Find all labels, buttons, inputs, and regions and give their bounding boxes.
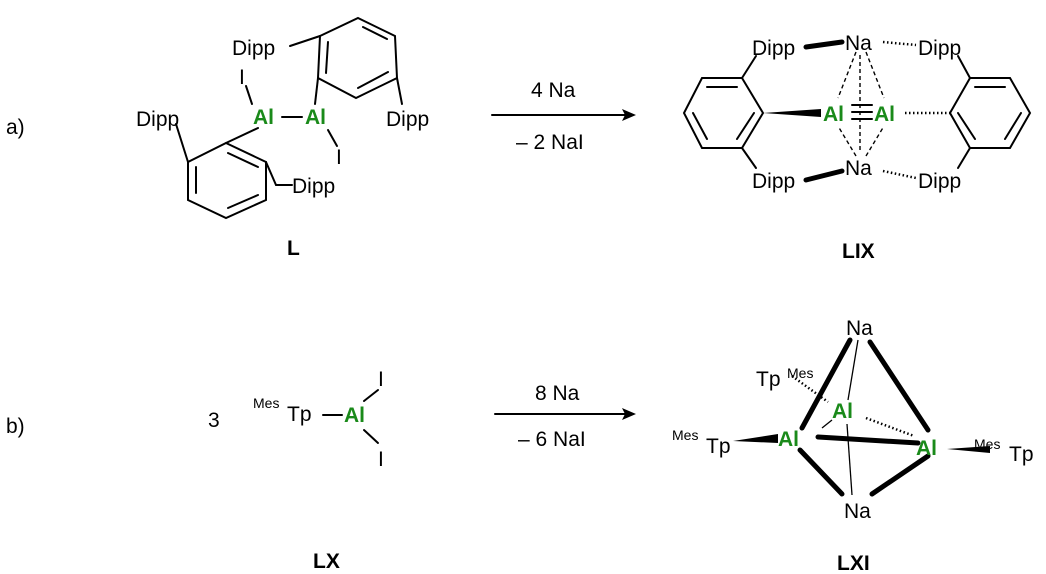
product-LIX: Dipp Na Dipp Al Al Na Dipp Dipp bbox=[682, 32, 1032, 193]
reagent-a: 4 Na bbox=[531, 79, 576, 102]
atom-i-4: I bbox=[378, 448, 384, 471]
atom-tp-1: Tp bbox=[287, 403, 312, 426]
label-LXI: LXI bbox=[837, 552, 870, 574]
atom-al-1: Al bbox=[253, 106, 274, 129]
atom-tp-3: Tp bbox=[706, 435, 731, 458]
atom-mes-2: Mes bbox=[787, 365, 813, 381]
atom-al-3: Al bbox=[823, 103, 844, 126]
atom-al-6: Al bbox=[832, 400, 853, 423]
atom-na-2: Na bbox=[845, 157, 872, 180]
label-L: L bbox=[287, 237, 300, 260]
atom-dipp-4: Dipp bbox=[292, 175, 335, 198]
byproduct-a: – 2 NaI bbox=[516, 131, 584, 154]
reaction-arrow-a bbox=[491, 109, 636, 121]
benzene-ring-right bbox=[948, 77, 1032, 149]
atom-dipp-2: Dipp bbox=[136, 108, 179, 131]
part-b-tag: b) bbox=[6, 415, 25, 438]
atom-i-1: I bbox=[239, 66, 245, 89]
reagent-b: 8 Na bbox=[535, 382, 580, 405]
atom-na-1: Na bbox=[845, 32, 872, 55]
atom-dipp-8: Dipp bbox=[918, 170, 961, 193]
atom-tp-2: Tp bbox=[756, 368, 781, 391]
atom-dipp-1: Dipp bbox=[232, 37, 275, 60]
label-LX: LX bbox=[313, 550, 340, 573]
atom-al-4: Al bbox=[874, 103, 895, 126]
part-a-tag: a) bbox=[6, 116, 25, 139]
reaction-arrow-b bbox=[494, 408, 636, 420]
label-LIX: LIX bbox=[842, 240, 875, 263]
atom-mes-1: Mes bbox=[253, 395, 279, 411]
reactant-L: Dipp I Dipp Al Al Dipp I Dipp bbox=[136, 16, 429, 220]
atom-na-3: Na bbox=[846, 317, 873, 340]
atom-dipp-7: Dipp bbox=[752, 170, 795, 193]
atom-mes-4: Mes bbox=[974, 436, 1000, 452]
product-LXI: Na Tp Mes Al Mes Tp Al Al Mes Tp Na bbox=[672, 317, 1034, 523]
atom-dipp-5: Dipp bbox=[752, 37, 795, 60]
byproduct-b: – 6 NaI bbox=[518, 428, 586, 451]
atom-al-2: Al bbox=[305, 106, 326, 129]
atom-na-4: Na bbox=[844, 500, 871, 523]
reactant-LX: Mes Tp Al I I bbox=[253, 368, 384, 471]
atom-al-5: Al bbox=[344, 404, 365, 427]
atom-tp-4: Tp bbox=[1009, 443, 1034, 466]
stoich-b: 3 bbox=[208, 409, 220, 432]
atom-dipp-3: Dipp bbox=[386, 108, 429, 131]
benzene-ring-upper bbox=[316, 16, 399, 100]
atom-al-7: Al bbox=[778, 428, 799, 451]
atom-i-2: I bbox=[336, 146, 342, 169]
benzene-ring-left bbox=[682, 77, 765, 149]
benzene-ring-lower bbox=[187, 141, 267, 220]
atom-dipp-6: Dipp bbox=[918, 37, 961, 60]
atom-mes-3: Mes bbox=[672, 427, 698, 443]
atom-al-8: Al bbox=[916, 437, 937, 460]
atom-i-3: I bbox=[378, 368, 384, 391]
